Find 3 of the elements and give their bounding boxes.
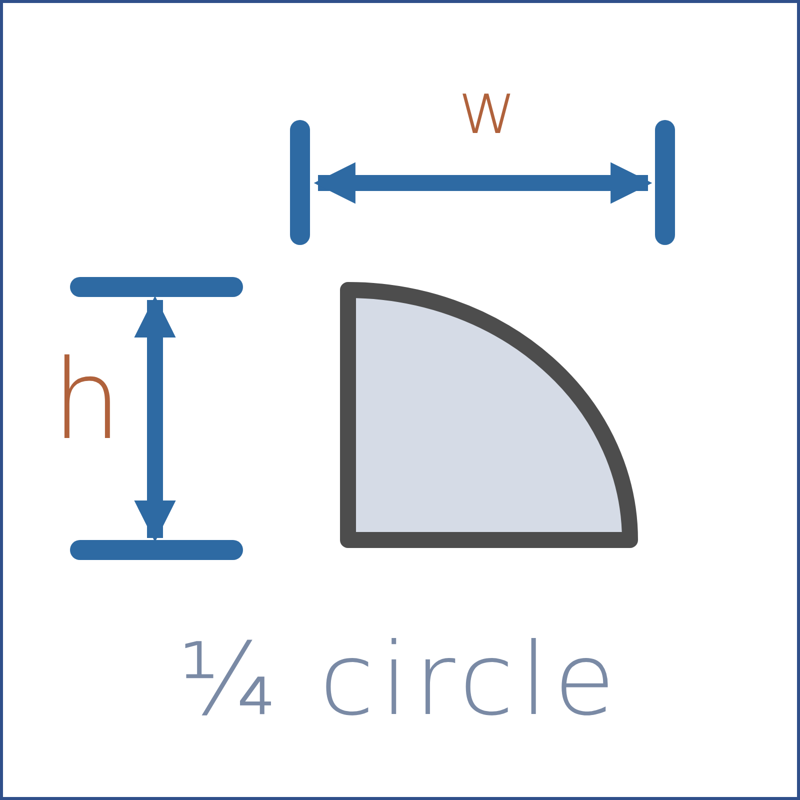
dimension-label: h <box>52 345 122 455</box>
caption: ¼ circle <box>178 630 622 730</box>
dimension-label: w <box>458 72 517 144</box>
